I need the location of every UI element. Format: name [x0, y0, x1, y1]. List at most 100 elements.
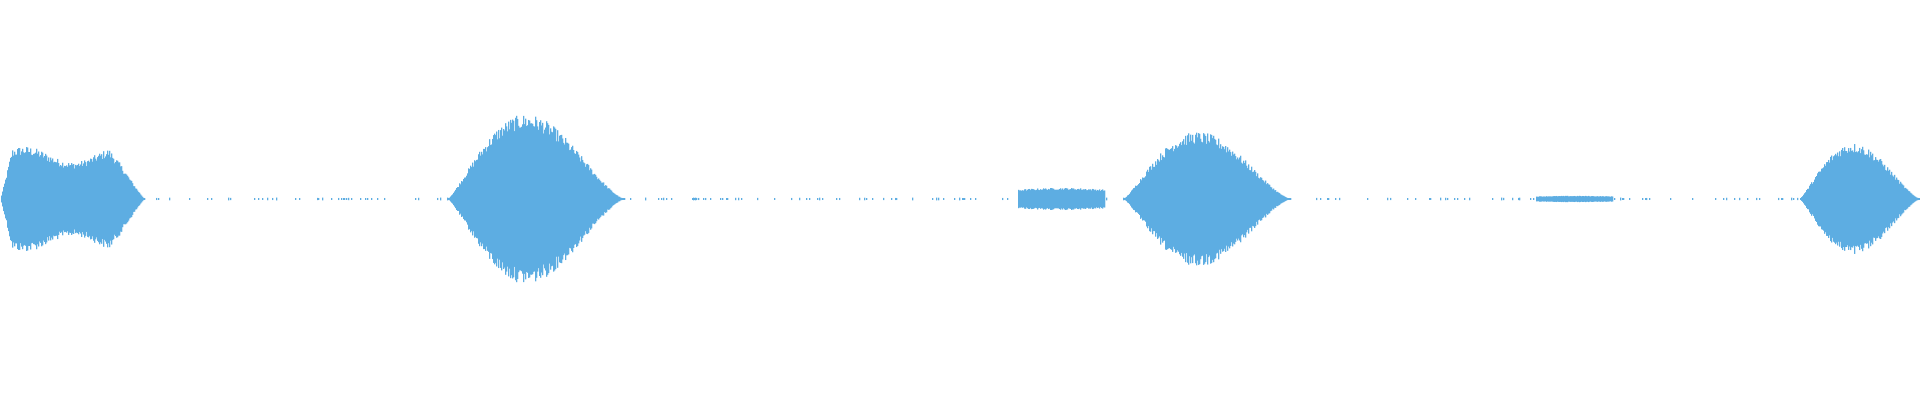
waveform-sample	[1646, 197, 1648, 201]
waveform-sample	[1031, 188, 1033, 210]
waveform-sample	[1339, 197, 1341, 201]
waveform-sample	[31, 154, 33, 244]
waveform-sample	[341, 198, 343, 200]
waveform-sample	[610, 189, 612, 209]
waveform-sample	[1897, 179, 1899, 219]
waveform-sample	[1263, 180, 1265, 218]
waveform-sample	[57, 158, 59, 240]
waveform-sample	[1255, 171, 1257, 227]
waveform-sample	[1217, 145, 1219, 253]
waveform-sample	[612, 192, 614, 206]
waveform-sample	[1833, 156, 1835, 242]
waveform-sample	[144, 198, 146, 200]
waveform-sample	[550, 128, 552, 270]
waveform-sample	[694, 198, 696, 200]
waveform-sample	[1242, 163, 1244, 235]
waveform-sample	[1575, 196, 1577, 202]
waveform-sample	[1101, 189, 1103, 209]
waveform-sample	[1854, 144, 1856, 254]
waveform-sample	[506, 126, 508, 272]
waveform-sample	[125, 173, 127, 225]
waveform-sample	[1601, 196, 1603, 202]
waveform-sample	[471, 167, 473, 231]
waveform-sample	[480, 155, 482, 243]
waveform-sample	[1279, 193, 1281, 205]
waveform-sample	[1821, 168, 1823, 230]
waveform-sample	[568, 143, 570, 255]
waveform-sample	[630, 198, 632, 200]
waveform-sample	[481, 151, 483, 247]
waveform-sample	[722, 198, 724, 200]
waveform-sample	[1284, 196, 1286, 202]
waveform-sample	[1057, 189, 1059, 209]
waveform-sample	[1102, 189, 1104, 209]
waveform-sample	[520, 127, 522, 271]
waveform-sample	[1245, 160, 1247, 238]
waveform-sample	[25, 152, 27, 246]
waveform-sample	[1594, 196, 1596, 202]
waveform-sample	[1747, 198, 1749, 200]
waveform-sample	[530, 123, 532, 275]
waveform-sample	[535, 116, 537, 282]
waveform-sample	[603, 182, 605, 216]
waveform-sample	[741, 198, 743, 200]
waveform-sample	[622, 198, 624, 200]
waveform-sample	[1445, 197, 1447, 201]
waveform-sample	[839, 197, 841, 201]
waveform-sample	[1096, 190, 1098, 208]
waveform-sample	[539, 122, 541, 276]
waveform-sample	[135, 188, 137, 210]
waveform-sample	[1165, 148, 1167, 250]
waveform-sample	[1198, 133, 1200, 265]
waveform-sample	[1547, 196, 1549, 202]
waveform-sample	[130, 180, 132, 218]
waveform-sample	[1002, 197, 1004, 201]
waveform-sample	[1723, 198, 1725, 200]
waveform-sample	[658, 198, 660, 200]
waveform-sample	[817, 198, 819, 200]
waveform-sample	[1447, 197, 1449, 201]
waveform-sample	[571, 147, 573, 251]
waveform-sample	[1123, 197, 1125, 201]
waveform-sample	[482, 154, 484, 244]
waveform-sample	[109, 150, 111, 248]
waveform-sample	[518, 125, 520, 273]
waveform-sample	[83, 163, 85, 235]
waveform-sample	[1221, 148, 1223, 250]
waveform-sample	[1512, 197, 1514, 201]
waveform-sample	[211, 198, 213, 200]
waveform-sample	[1163, 156, 1165, 242]
waveform-sample	[1066, 188, 1068, 210]
waveform-sample	[1247, 168, 1249, 230]
waveform-sample	[454, 191, 456, 207]
waveform-sample	[384, 197, 386, 201]
waveform-sample	[1256, 176, 1258, 222]
waveform-sample	[1156, 164, 1158, 234]
waveform-sample	[1100, 190, 1102, 208]
waveform-sample	[1888, 170, 1890, 228]
waveform-sample	[76, 165, 78, 233]
waveform-sample	[583, 162, 585, 236]
waveform-sample	[1290, 198, 1292, 200]
waveform-sample	[509, 129, 511, 269]
waveform-sample	[507, 131, 509, 267]
waveform-sample	[84, 160, 86, 238]
waveform-sample	[115, 161, 117, 237]
waveform-sample	[962, 198, 964, 200]
waveform-sample	[616, 195, 618, 203]
waveform-sample	[1025, 189, 1027, 209]
waveform-sample	[547, 123, 549, 275]
waveform-sample	[1782, 198, 1784, 200]
waveform-sample	[99, 153, 101, 245]
waveform-sample	[371, 198, 373, 200]
waveform-sample	[122, 170, 124, 228]
waveform-sample	[1492, 198, 1494, 200]
waveform-sample	[1208, 140, 1210, 258]
waveform-sample	[521, 126, 523, 272]
waveform-sample	[1187, 135, 1189, 263]
waveform-sample	[1044, 189, 1046, 209]
waveform-sample	[4, 183, 6, 215]
waveform-sample	[1566, 195, 1568, 203]
waveform-sample	[367, 198, 369, 200]
waveform-sample	[533, 126, 535, 272]
